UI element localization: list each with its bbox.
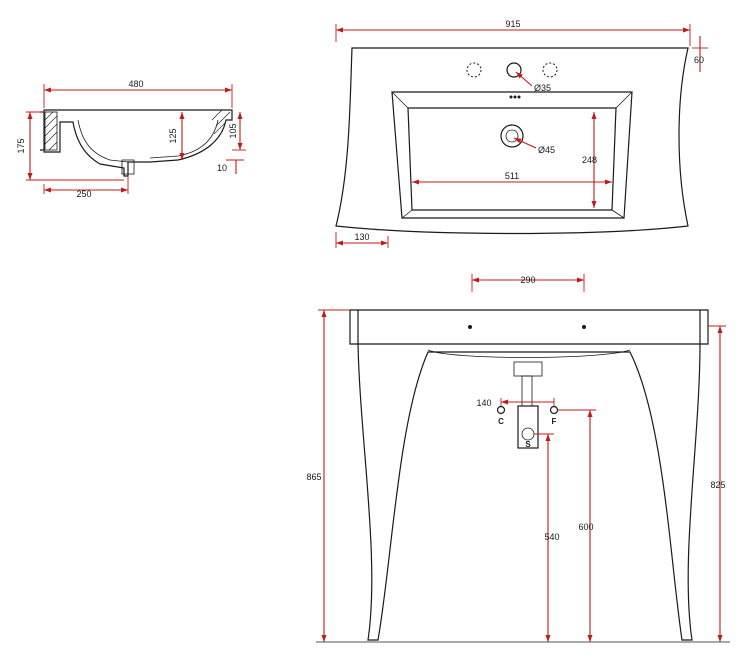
basin-inner-wall: [77, 119, 129, 163]
basin-width-dimension-label: 511: [505, 171, 519, 181]
tap-hole-leader: [515, 71, 533, 87]
tap-spacing-dimension-label: 290: [520, 275, 535, 285]
waste-label: S: [525, 440, 531, 449]
waste-height-dimension-label: 540: [544, 532, 559, 542]
rim-hatch: [211, 109, 231, 135]
wall-hatch: [44, 111, 58, 151]
left-tap-marker-icon: [468, 325, 472, 329]
cold-label: C: [498, 417, 504, 426]
width-dimension-label: 480: [128, 79, 143, 89]
waste-trap-icon: [521, 427, 535, 441]
drain-hole-icon: [500, 124, 524, 148]
waste-trap: [517, 405, 539, 449]
drain-fitting: [121, 159, 135, 175]
pedestal-legs: [357, 343, 701, 641]
overflow-dot-icon: [509, 95, 513, 99]
total-height-dimension-label: 865: [306, 472, 321, 482]
height-dimension-label: 175: [16, 138, 26, 153]
rim-dimension-label: 105: [228, 123, 238, 138]
supply-height-dimension-label: 600: [578, 522, 593, 532]
drain-hole-leader: [513, 137, 537, 149]
right-tap-hole-icon: [542, 62, 558, 78]
right-tap-marker-icon: [582, 325, 586, 329]
basin-underside: [427, 349, 631, 358]
valve-spacing-dimension-label: 140: [476, 398, 491, 408]
left-tap-hole-icon: [466, 62, 482, 78]
hot-label: F: [552, 417, 557, 426]
offset-dimension-label: 10: [217, 163, 227, 173]
basin-inner-wall-right: [149, 119, 219, 159]
side-section-view: 480 175 125 105 10 250: [16, 79, 246, 199]
top-plan-view: 915 60 Ø35 Ø45 511 248 130: [335, 19, 708, 248]
edge-dimension-label: 130: [354, 232, 369, 242]
tap-hole-label: Ø35: [534, 83, 551, 93]
basin-section-outline: [43, 109, 233, 177]
basin-depth-dimension-label: 248: [582, 155, 597, 165]
bowl-depth-dimension-label: 125: [168, 128, 178, 143]
wall-section: [44, 111, 58, 151]
drain-inner-icon: [505, 129, 519, 143]
width-dimension-label: 915: [505, 19, 520, 29]
waste-pipe-top: [513, 361, 543, 377]
rim-dimension-label: 60: [694, 55, 704, 65]
front-elevation-view: C F S 290 865 825 140 540 600: [306, 274, 730, 643]
cold-valve-icon: [496, 405, 506, 415]
drain-hole-label: Ø45: [538, 145, 555, 155]
countertop-outline: [335, 47, 689, 235]
rim-height-dimension-label: 825: [710, 480, 725, 490]
hot-valve-icon: [549, 405, 559, 415]
countertop-front: [349, 309, 709, 345]
center-tap-hole-icon: [506, 62, 522, 78]
drain-dimension-label: 250: [76, 189, 91, 199]
